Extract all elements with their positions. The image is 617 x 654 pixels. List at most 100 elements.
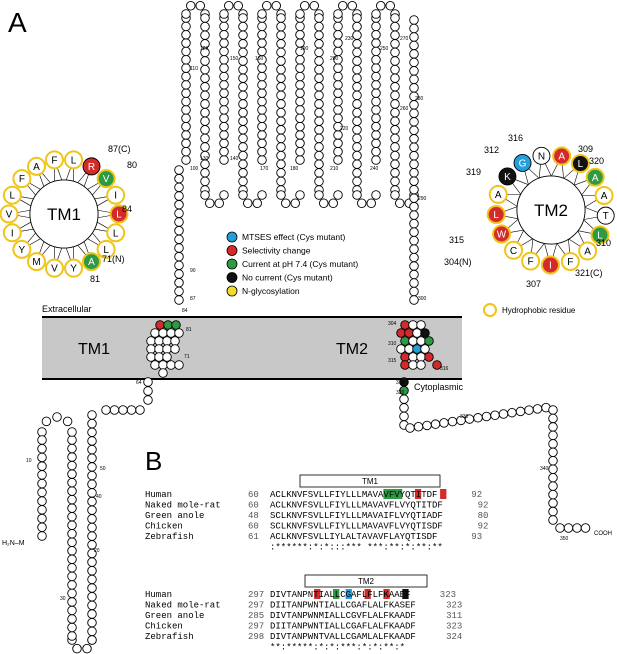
wheel-residue-letter: V: [103, 174, 110, 185]
extracellular-residue: [295, 80, 305, 90]
seq-start: 60: [248, 522, 259, 532]
extracellular-residue: [357, 198, 367, 208]
seq-start: 60: [248, 501, 259, 511]
tm1-residue: [171, 320, 181, 330]
sequence: DIITANPWNTIALLCGAFLALFKAADF: [270, 622, 416, 632]
extracellular-residue: [314, 82, 324, 92]
extracellular-residue: [257, 29, 267, 40]
residue-position-label: 280: [415, 96, 424, 102]
extracellular-residue: [409, 134, 419, 144]
extracellular-residue: [174, 225, 184, 236]
wheel-residue: [12, 169, 32, 189]
extracellular-residue: [333, 105, 343, 115]
residue-position-label: 230: [345, 36, 354, 42]
residue-highlight: [314, 589, 321, 599]
cterm-residue: [572, 523, 582, 533]
extracellular-residue: [390, 99, 400, 109]
residue-position-label: 316: [440, 366, 449, 372]
extracellular-residue: [257, 80, 267, 90]
tm2-residue: [432, 360, 442, 370]
nterm-residue: [87, 427, 97, 438]
wheel-position-label: 309: [578, 144, 593, 154]
extracellular-residue: [352, 176, 362, 187]
nterm-residue: [37, 470, 47, 480]
wheel-residue-letter: F: [567, 257, 573, 268]
extracellular-residue: [174, 217, 184, 227]
extracellular-residue: [409, 151, 419, 161]
extracellular-residue: [271, 1, 282, 11]
extracellular-residue: [181, 130, 191, 140]
wheel-position-label: 87(C): [108, 144, 131, 154]
wheel-residue-letter: F: [19, 174, 25, 185]
wheel-residue: [27, 156, 46, 176]
extracellular-residue: [390, 133, 400, 144]
extracellular-residue: [338, 1, 348, 11]
extracellular-residue: [371, 88, 381, 98]
nterm-residue: [67, 605, 77, 616]
membrane-band: [42, 317, 462, 379]
nterm-residue: [67, 435, 77, 445]
wheel-residue-letter: I: [549, 260, 552, 271]
residue-position-label: 140: [230, 156, 239, 162]
cterm-residue: [481, 411, 492, 422]
nterm-residue: [87, 566, 97, 576]
extracellular-residue: [314, 99, 324, 109]
wheel-residue: [64, 258, 84, 278]
seq-end: 323: [446, 601, 462, 611]
extracellular-residue: [314, 90, 324, 101]
extracellular-residue: [333, 38, 343, 48]
extracellular-residue: [181, 55, 191, 65]
wheel-residue: [596, 206, 615, 225]
tm1-residue: [170, 344, 180, 354]
extracellular-residue: [219, 63, 229, 73]
extracellular-residue: [314, 73, 324, 83]
nterm-residue: [67, 469, 77, 479]
extracellular-residue: [295, 71, 305, 82]
wheel-residue: [552, 146, 572, 166]
wheel-residue-letter: V: [6, 210, 13, 221]
nterm-residue: [87, 436, 97, 446]
extracellular-residue: [390, 47, 400, 58]
sequence: DIVTANPNTIALLCGAFLFLFKAAEF: [270, 590, 410, 600]
nterm-residue: [67, 511, 77, 522]
extracellular-residue: [352, 73, 362, 83]
tm2-residue: [420, 344, 430, 354]
nterm-residue: [67, 477, 77, 488]
extracellular-residue: [314, 30, 324, 40]
wheel-residue-letter: W: [497, 230, 507, 241]
cterm-residue: [524, 405, 534, 415]
nterm-residue: [87, 522, 97, 533]
nterm-residue: [67, 486, 77, 496]
wheel-residue-letter: M: [32, 257, 40, 268]
extracellular-residue: [409, 244, 419, 254]
extracellular-residue: [352, 107, 362, 118]
extracellular-residue: [200, 82, 210, 92]
residue-position-label: 180: [290, 166, 299, 172]
extracellular-residue: [409, 66, 419, 76]
extracellular-residue: [200, 133, 210, 144]
wheel-residue: [521, 251, 541, 271]
extracellular-residue: [252, 198, 262, 208]
extracellular-residue: [314, 190, 324, 200]
sequence: SCLKNVFSVLLFIYLLLMAVAIFLVYQTIADF: [270, 511, 443, 521]
wheel-residue-letter: K: [504, 172, 511, 183]
wheel-residue-letter: A: [601, 191, 608, 202]
nterm-residue: [67, 554, 77, 565]
extracellular-residue: [314, 142, 324, 152]
species-name: Naked mole-rat: [145, 601, 221, 611]
extracellular-residue: [390, 64, 400, 75]
tm2-residue: [420, 328, 430, 338]
wheel-residue-letter: A: [88, 257, 95, 268]
wheel-residue-letter: A: [33, 162, 40, 173]
extracellular-residue: [328, 198, 339, 208]
extracellular-residue: [238, 133, 248, 144]
wheel-residue: [44, 150, 64, 170]
cterm-residue: [548, 498, 558, 508]
nterm-residue: [109, 405, 120, 415]
extracellular-residue: [314, 116, 324, 126]
residue-position-label: 71: [184, 354, 190, 360]
nterm-residue: [67, 580, 77, 590]
wheel-residue: [0, 204, 19, 224]
cterm-residue: [473, 413, 483, 423]
sequence: DIVTANPWNMIALLCGVFLALFKAADF: [270, 611, 416, 621]
